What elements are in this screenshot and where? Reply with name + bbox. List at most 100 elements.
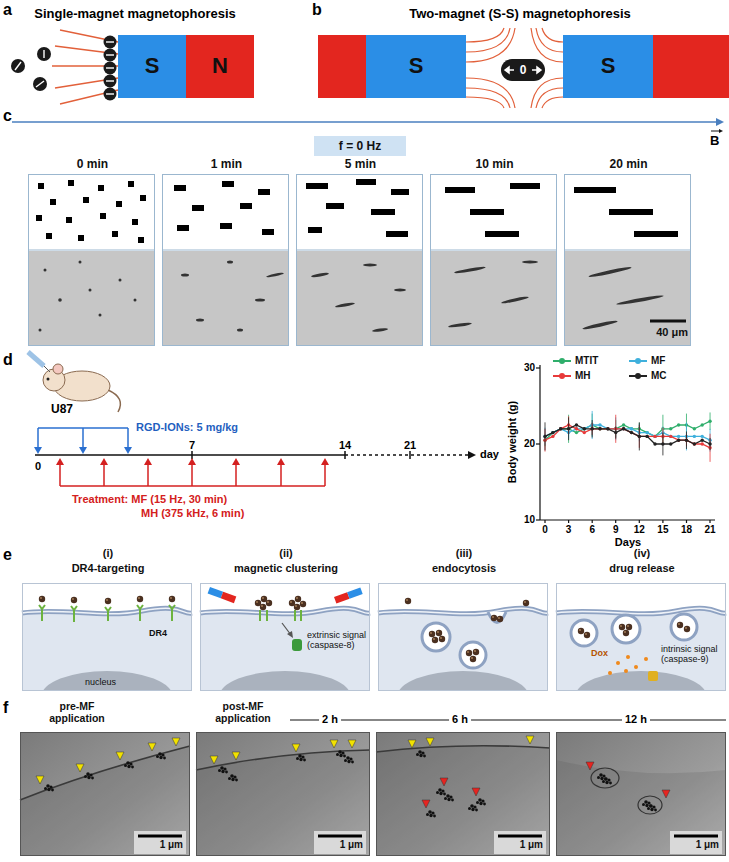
legend-item: MC bbox=[628, 370, 667, 381]
node-text: 1 μm bbox=[141, 839, 183, 851]
node-text: 20 min bbox=[565, 157, 692, 171]
treatment-schedule bbox=[56, 458, 329, 486]
label-text: 15 bbox=[657, 524, 668, 536]
node-text: drug release bbox=[557, 562, 727, 575]
scale-bars bbox=[134, 831, 722, 854]
node-text: 1 μm bbox=[501, 839, 543, 851]
time-frame: 20 min40 μm bbox=[564, 174, 691, 346]
node-text: 10 min bbox=[431, 157, 558, 171]
label-text: U87 bbox=[51, 402, 73, 416]
tem-image: post-MF application1 μm bbox=[196, 732, 370, 856]
label-text: B bbox=[710, 133, 719, 149]
particle-pill bbox=[501, 59, 545, 81]
data-series bbox=[543, 411, 711, 462]
frequency-box: f = 0 Hz bbox=[314, 136, 406, 156]
node-text: 5 min bbox=[297, 157, 424, 171]
node-text: DR4 bbox=[149, 628, 167, 639]
mechanism-panel: (ii)magnetic clusteringextrinsic signal … bbox=[200, 583, 370, 691]
label-text: 14 bbox=[339, 439, 351, 452]
node-text: pre-MF application bbox=[41, 700, 113, 724]
label-text: a bbox=[3, 0, 12, 19]
nanoparticles bbox=[11, 36, 117, 101]
label-text: 2 h bbox=[319, 713, 341, 726]
node-text: 1 μm bbox=[677, 839, 719, 851]
magnet-pole: S bbox=[563, 35, 653, 98]
node-text: Dox bbox=[591, 648, 608, 659]
label-text: 3 bbox=[566, 524, 572, 536]
legend-item: MTIT bbox=[552, 355, 598, 366]
node-text: 1 μm bbox=[321, 839, 363, 851]
node-text: DR4-targeting bbox=[23, 562, 193, 575]
magnet-pole: N bbox=[186, 35, 254, 98]
legend-swatch bbox=[552, 356, 572, 366]
time-frame: 0 min bbox=[28, 174, 155, 346]
node-text: post-MF application bbox=[203, 700, 283, 724]
moment-arrows bbox=[15, 42, 114, 94]
legend-swatch bbox=[552, 371, 572, 381]
mechanism-panel: (i)DR4-targetingDR4nucleus bbox=[22, 583, 192, 691]
time-frame: 10 min bbox=[430, 174, 557, 346]
label-text: 20 bbox=[524, 438, 535, 450]
node-text: nucleus bbox=[85, 677, 116, 688]
legend-item: MF bbox=[628, 355, 665, 366]
label-text: 6 bbox=[589, 524, 595, 536]
tem-images bbox=[20, 732, 726, 856]
node-text: S bbox=[601, 53, 616, 79]
timeline-axis bbox=[35, 451, 476, 459]
time-frame: 5 min bbox=[296, 174, 423, 346]
legend-swatch bbox=[628, 371, 648, 381]
mechanism-panel: (iii)endocytosis bbox=[378, 583, 548, 691]
tem-image: pre-MF application1 μm bbox=[20, 732, 190, 856]
legend-text: MC bbox=[651, 370, 667, 381]
label-text: Two-magnet (S-S) magnetophoresis bbox=[409, 6, 631, 22]
cell-illustration bbox=[556, 583, 726, 723]
node-text: extrinsic signal (caspase-8) bbox=[307, 630, 369, 651]
injection-schedule bbox=[34, 428, 132, 454]
node-text: (iv) bbox=[557, 547, 727, 560]
particle: 0 bbox=[501, 59, 545, 81]
magnet-pole bbox=[653, 35, 729, 98]
frame-dividers bbox=[28, 250, 691, 251]
cell-illustration bbox=[378, 583, 548, 723]
node-text: S bbox=[409, 53, 424, 79]
magnet-pole bbox=[318, 35, 366, 98]
label-text: Body weight (g) bbox=[506, 401, 519, 484]
chart-axes bbox=[536, 365, 715, 523]
legend-text: MF bbox=[651, 355, 665, 366]
legend-item: MH bbox=[552, 370, 591, 381]
tem-image: 1 μm bbox=[556, 732, 726, 856]
node-text: 1 min bbox=[163, 157, 290, 171]
magnet-pole: S bbox=[366, 35, 466, 98]
label-text: Treatment: MF (15 Hz, 30 min) bbox=[72, 493, 227, 506]
node-text: 40 μm bbox=[645, 326, 688, 339]
label-text: 0 bbox=[35, 460, 41, 473]
label-text: 6 h bbox=[449, 713, 471, 726]
legend-text: MTIT bbox=[575, 355, 598, 366]
micrographs bbox=[29, 251, 690, 345]
label-text: 9 bbox=[613, 524, 619, 536]
field-lines bbox=[466, 28, 563, 108]
micrograph-particles bbox=[39, 261, 664, 333]
label-text: 30 bbox=[524, 362, 535, 374]
label-text: 7 bbox=[189, 439, 195, 452]
node-text: intrinsic signal (caspase-9) bbox=[661, 644, 725, 665]
node-text: (ii) bbox=[201, 547, 371, 560]
legend-swatch bbox=[628, 356, 648, 366]
label-text: c bbox=[3, 106, 12, 125]
label-text: f bbox=[3, 698, 8, 717]
time-line bbox=[290, 719, 726, 720]
scale-bar bbox=[650, 320, 686, 323]
tem-image: 1 μm bbox=[376, 732, 550, 856]
node-text: magnetic clustering bbox=[201, 562, 371, 575]
node-text: S bbox=[145, 53, 160, 79]
node-text: endocytosis bbox=[379, 562, 549, 575]
label-text: e bbox=[3, 545, 12, 564]
label-text: 21 bbox=[404, 439, 416, 452]
magnet-pole: S bbox=[118, 35, 186, 98]
legend-text: MH bbox=[575, 370, 591, 381]
node-text: (i) bbox=[23, 547, 193, 560]
label-text: 0 bbox=[542, 524, 548, 536]
schematic-particles bbox=[36, 179, 678, 243]
mouse-illustration bbox=[28, 352, 120, 412]
